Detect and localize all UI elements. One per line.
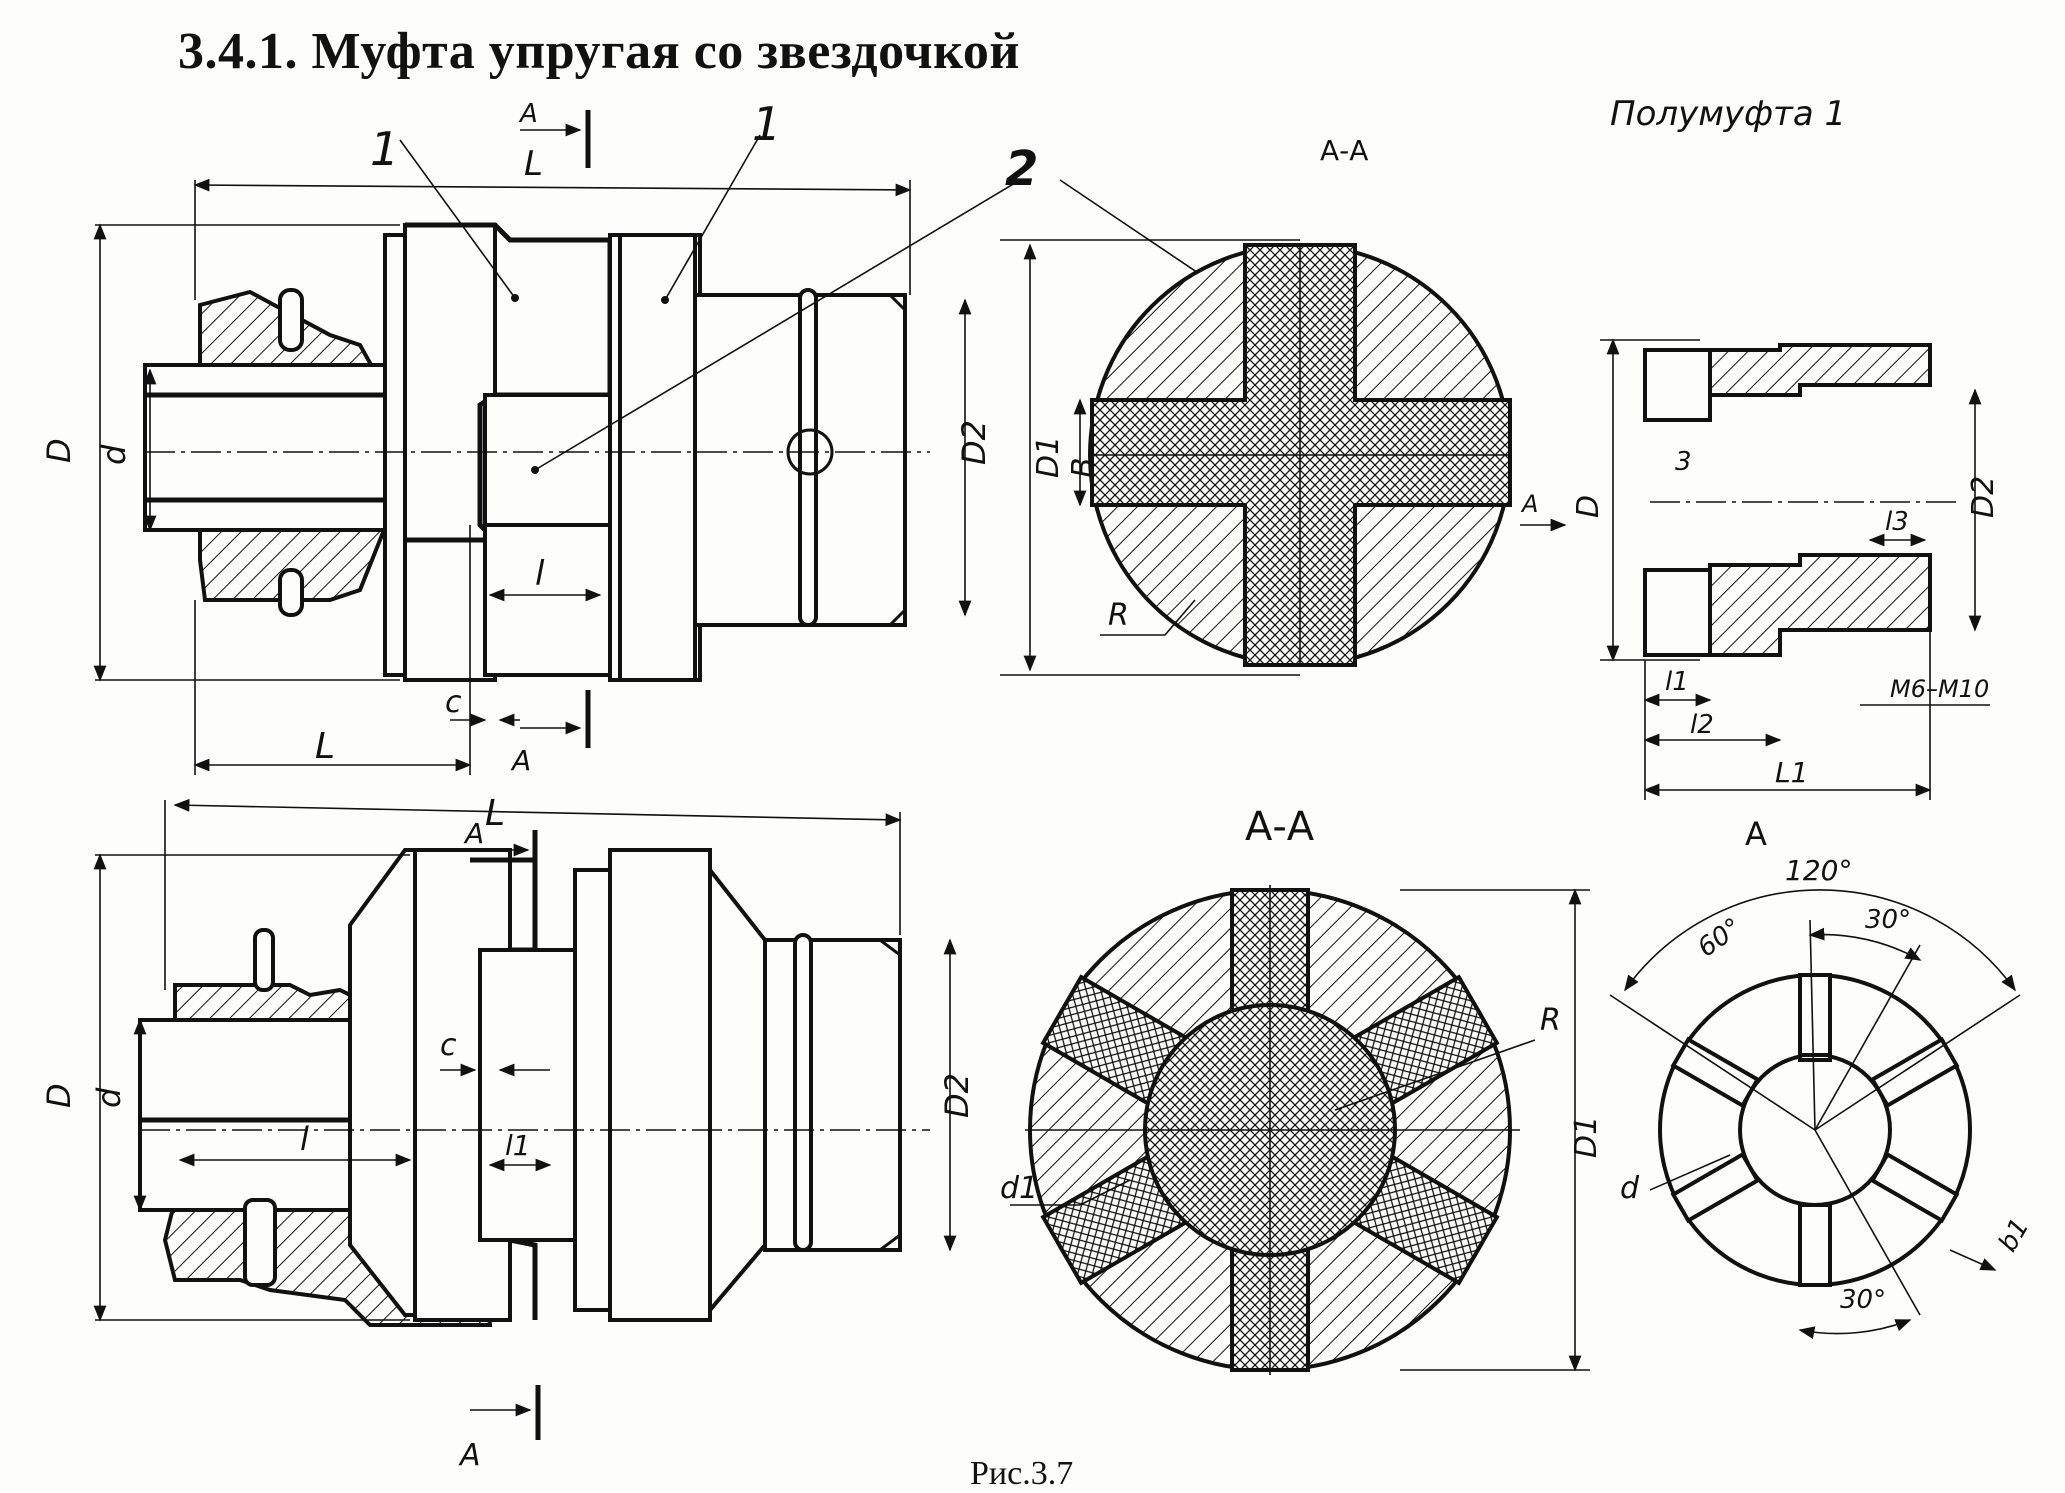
section-mark-b2: A — [458, 1438, 481, 1473]
half-coupling-label: Полумуфта 1 — [1610, 94, 1846, 134]
angle-60: 60° — [1692, 912, 1747, 963]
half-coupling-detail: Полумуфта 1 D D2 3 l3 l1 l2 L1 M6–M10 — [1571, 94, 2001, 800]
dim-3: 3 — [1675, 447, 1692, 477]
section-mark-top: A — [518, 99, 538, 129]
angle-30-bottom: 30° — [1840, 1285, 1886, 1315]
angle-30-top: 30° — [1865, 905, 1911, 935]
dim-D-half: D — [1571, 495, 1606, 518]
dim-D-top: D — [40, 438, 78, 463]
view-a-face: А 120° 60° 30° 30 — [1609, 815, 2036, 1339]
dim-c-top: c — [445, 685, 462, 720]
dim-d-face: d — [1620, 1171, 1640, 1206]
callout-part-1-right: 1 — [752, 97, 781, 151]
dim-D2-top: D2 — [955, 420, 993, 465]
thread-size: M6–M10 — [1890, 675, 1989, 703]
section-aa-top: А-А D1 B R A — [1000, 134, 1567, 676]
section-mark-b1: A — [463, 817, 484, 850]
dim-R-top: R — [1108, 598, 1129, 633]
dim-D1-bottom: D1 — [1569, 1116, 1604, 1158]
dim-L1: L1 — [1775, 756, 1808, 789]
dim-D1-top: D1 — [1031, 436, 1066, 478]
dim-l1-bottom: l1 — [505, 1129, 531, 1162]
page-title: 3.4.1. Муфта упругая со звездочкой — [178, 23, 1020, 80]
section-mark-bottom: A — [510, 744, 531, 777]
dim-b1: b1 — [1993, 1213, 2036, 1257]
dim-B: B — [1066, 457, 1101, 478]
dim-R-bottom: R — [1540, 1003, 1561, 1038]
dim-l3: l3 — [1885, 507, 1909, 537]
section-aa-bottom-label: А-А — [1245, 804, 1315, 850]
callout-part-1-left: 1 — [370, 122, 399, 176]
dim-d1: d1 — [1000, 1171, 1038, 1206]
dim-l-top: l — [535, 554, 545, 594]
section-mark-aa: A — [1520, 490, 1538, 518]
callout-part-2: 2 — [1005, 141, 1038, 197]
dim-D2-bottom: D2 — [938, 1073, 976, 1118]
dim-L-assembly-bottom: L — [485, 793, 505, 834]
dim-l-bottom: l — [300, 1120, 309, 1158]
view-a-label: А — [1745, 815, 1767, 853]
figure-caption: Рис.3.7 — [970, 1455, 1074, 1492]
dim-l2: l2 — [1690, 710, 1714, 740]
dim-c-bottom: c — [440, 1028, 457, 1063]
dim-D-bottom: D — [40, 1083, 78, 1108]
dim-D2-half: D2 — [1966, 476, 2001, 518]
dim-l1-half: l1 — [1665, 667, 1689, 697]
coupling-assembly-bottom: L A D d D2 l l1 c A — [40, 793, 976, 1473]
angle-120: 120° — [1785, 854, 1852, 887]
section-aa-top-label: А-А — [1320, 134, 1368, 167]
dim-L-bottom: L — [315, 726, 335, 767]
dim-d-top: d — [95, 444, 133, 465]
section-aa-bottom: А-А R D1 d1 — [1000, 804, 1604, 1375]
coupling-assembly-top: 1 1 2 A L D d D2 l c L A — [40, 97, 1321, 777]
dim-L-top: L — [524, 144, 543, 184]
dim-d-bottom: d — [90, 1087, 128, 1108]
